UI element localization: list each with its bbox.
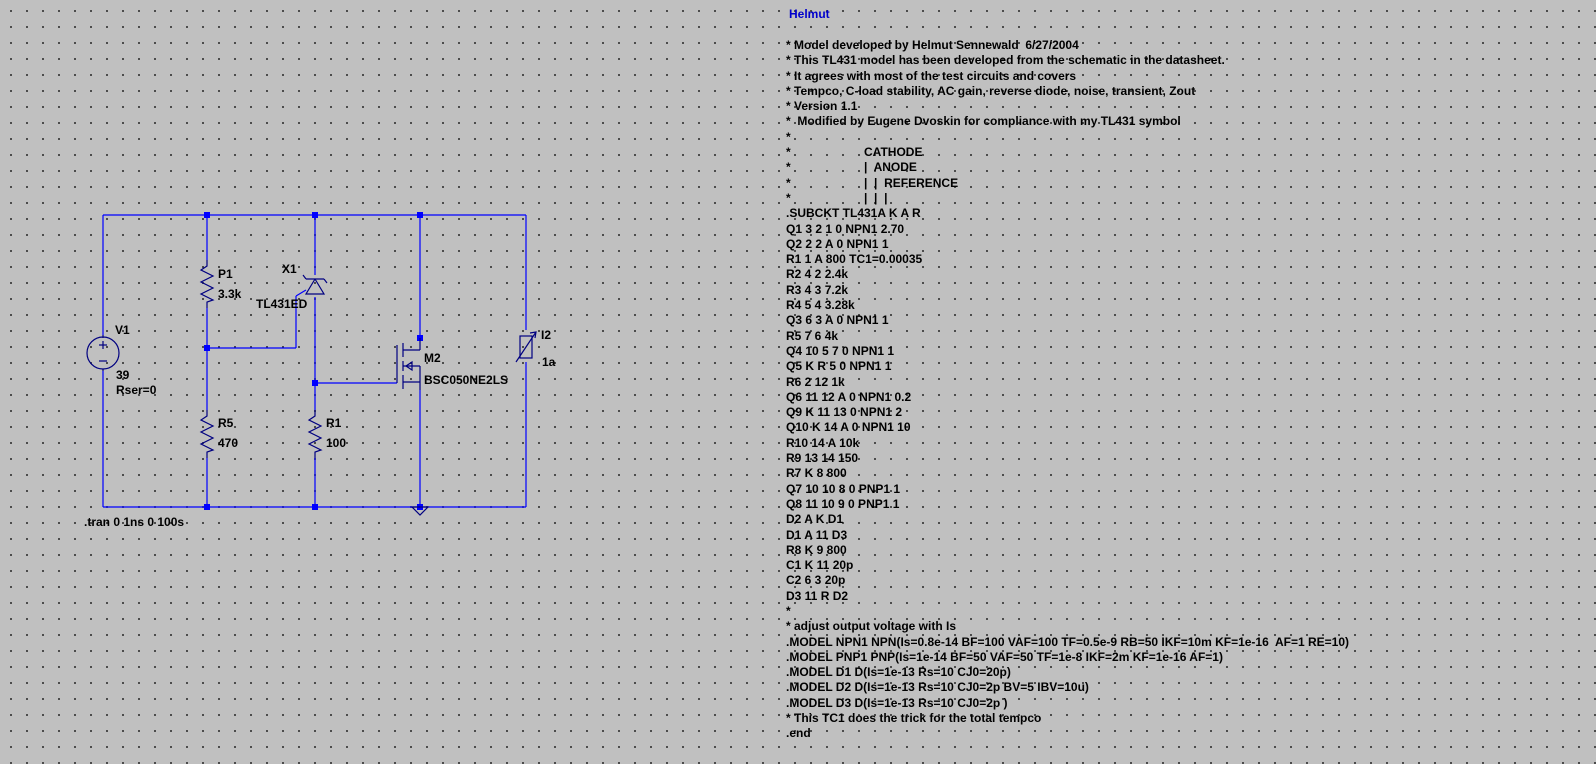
spice-line: R5 7 6 4k xyxy=(786,328,839,343)
r5-name-label[interactable]: R5 xyxy=(218,416,234,430)
spice-line: Q7 10 10 8 0 PNP1 1 xyxy=(786,481,901,496)
spice-line: R10 14 A 10k xyxy=(786,435,860,450)
current-load-i2-icon[interactable] xyxy=(515,331,537,363)
spice-line: * | | | xyxy=(786,190,888,205)
x1-name-label[interactable]: X1 xyxy=(282,262,297,276)
spice-line: .SUBCKT TL431A K A R xyxy=(786,206,921,221)
resistor-p1-icon[interactable] xyxy=(199,260,215,308)
v1-value-label[interactable]: 39 xyxy=(116,368,130,382)
spice-line: R6 2 12 1k xyxy=(786,374,845,389)
spice-line: * Model developed by Helmut Sennewald 6/… xyxy=(786,38,1079,52)
spice-line: .end xyxy=(786,726,811,741)
spice-line: * It agrees with most of the test circui… xyxy=(786,68,1077,83)
spice-line: C1 K 11 20p xyxy=(786,558,854,573)
mosfet-m2-icon[interactable] xyxy=(396,338,421,390)
spice-line: D3 11 R D2 xyxy=(786,588,849,603)
spice-line: * | ANODE xyxy=(786,160,917,175)
v1-name-label[interactable]: V1 xyxy=(115,323,130,337)
spice-line: R1 1 A 800 TC1=0.00035 xyxy=(786,252,923,267)
x1-value-label[interactable]: TL431ED xyxy=(256,297,308,311)
wires[interactable] xyxy=(102,214,527,508)
spice-line: R4 5 4 3.28k xyxy=(786,298,855,313)
spice-line: * xyxy=(786,129,791,144)
spice-line: .MODEL PNP1 PNP(Is=1e-14 BF=50 VAF=50 TF… xyxy=(786,649,1223,664)
junction-dots xyxy=(204,212,423,510)
m2-value-label[interactable]: BSC050NE2LS xyxy=(424,373,509,387)
spice-line: D2 A K D1 xyxy=(786,512,844,527)
spice-line: .MODEL D2 D(Is=1e-13 Rs=10 CJ0=2p BV=5 I… xyxy=(786,680,1089,695)
spice-line: Q1 3 2 1 0 NPN1 2.70 xyxy=(786,221,905,236)
spice-line: Q3 6 3 A 0 NPN1 1 xyxy=(786,313,889,328)
i2-name-label[interactable]: I2 xyxy=(541,328,552,342)
resistor-r5-icon[interactable] xyxy=(199,410,215,458)
spice-netlist-text[interactable]: * Model developed by Helmut Sennewald 6/… xyxy=(786,38,1349,742)
m2-name-label[interactable]: M2 xyxy=(424,351,441,365)
spice-line: Q8 11 10 9 0 PNP1 1 xyxy=(786,496,900,511)
spice-line: * This TL431 model has been developed fr… xyxy=(786,53,1225,68)
spice-line: Q6 11 12 A 0 NPN1 0.2 xyxy=(786,389,912,404)
ground-icon[interactable] xyxy=(411,506,430,516)
spice-line: * CATHODE xyxy=(786,145,923,160)
spice-line: Q4 10 5 7 0 NPN1 1 xyxy=(786,343,895,358)
p1-value-label[interactable]: 3.3k xyxy=(218,287,242,301)
r1-value-label[interactable]: 100 xyxy=(326,436,347,450)
spice-line: * Modified by Eugene Dvoskin for complia… xyxy=(786,114,1181,129)
spice-line: Q9 K 11 13 0 NPN1 2 xyxy=(786,405,903,420)
spice-line: Q5 K R 5 0 NPN1 1 xyxy=(786,359,892,374)
spice-line: R7 K 8 800 xyxy=(786,466,847,481)
spice-line: * xyxy=(786,603,791,618)
spice-line: D1 A 11 D3 xyxy=(786,527,848,542)
resistor-r1-icon[interactable] xyxy=(307,410,323,458)
spice-block-title[interactable]: Helmut xyxy=(789,7,830,21)
r5-value-label[interactable]: 470 xyxy=(218,436,239,450)
spice-line: R2 4 2 2.4k xyxy=(786,267,849,282)
spice-line: .MODEL NPN1 NPN(Is=0.8e-14 BF=100 VAF=10… xyxy=(786,634,1350,649)
spice-line: .MODEL D1 D(Is=1e-13 Rs=10 CJ0=20p) xyxy=(786,665,1011,680)
spice-line: R9 13 14 150 xyxy=(786,451,859,466)
spice-line: * Tempco, C-load stability, AC gain, rev… xyxy=(786,83,1196,98)
spice-line: R8 K 9 800 xyxy=(786,542,847,557)
spice-line: Q2 2 2 A 0 NPN1 1 xyxy=(786,236,889,251)
i2-value-label[interactable]: 1a xyxy=(542,355,556,369)
r1-name-label[interactable]: R1 xyxy=(326,416,342,430)
voltage-source-v1-icon[interactable] xyxy=(86,335,120,371)
spice-line: .MODEL D3 D(Is=1e-13 Rs=10 CJ0=2p ) xyxy=(786,695,1008,710)
spice-line: * This TC1 does the trick for the total … xyxy=(786,711,1042,726)
tran-directive[interactable]: .tran 0 1ns 0 100s xyxy=(84,515,185,529)
p1-name-label[interactable]: P1 xyxy=(218,267,233,281)
spice-line: * Version 1.1 xyxy=(786,99,858,114)
spice-line: * | | REFERENCE xyxy=(786,175,959,190)
tl431-x1-icon[interactable] xyxy=(302,274,328,295)
v1-param-label[interactable]: Rser=0 xyxy=(116,383,157,397)
spice-line: C2 6 3 20p xyxy=(786,573,846,588)
spice-line: R3 4 3 7.2k xyxy=(786,282,849,297)
spice-line: * adjust output voltage with Is xyxy=(786,619,957,634)
spice-line: Q10 K 14 A 0 NPN1 10 xyxy=(786,420,911,435)
